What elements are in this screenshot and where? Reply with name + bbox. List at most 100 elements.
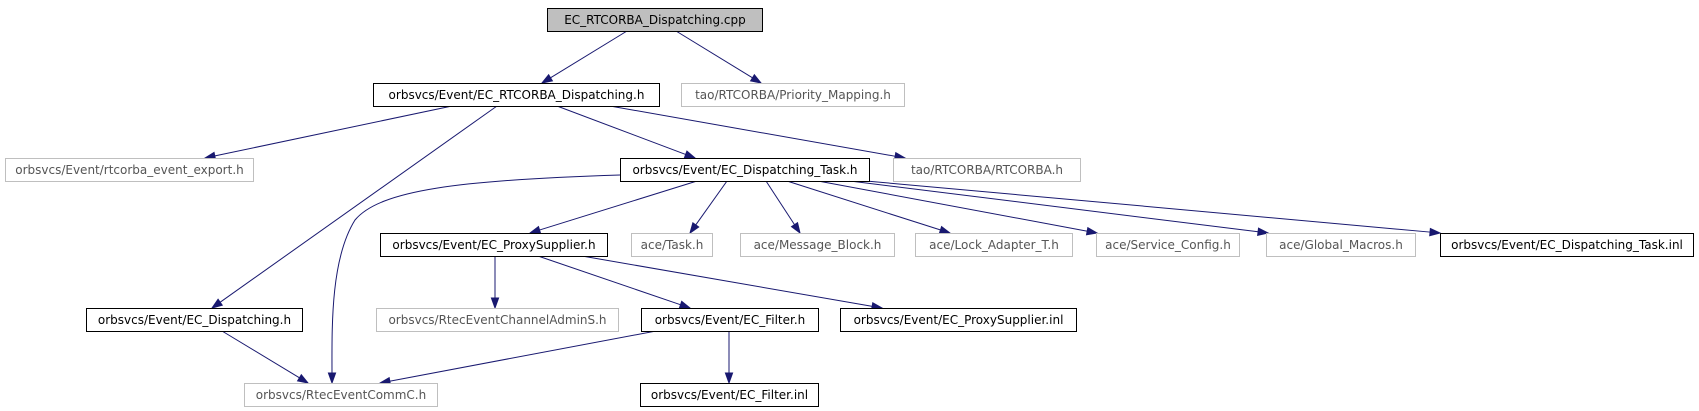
edge-ec-dispatching-h-to-rteceventcommc-h-line [221,330,301,379]
node-label: orbsvcs/Event/EC_Dispatching.h [98,313,291,327]
edge-root-to-priority-mapping-h-line [675,30,754,79]
node-label: ace/Lock_Adapter_T.h [929,238,1059,252]
edge-ec-dispatching-task-h-to-global-macros-h-arrowhead [1257,227,1270,236]
edge-ec-rtcorba-dispatching-h-to-rtcorba-event-export-h-line [213,105,453,157]
edge-ec-rtcorba-dispatching-h-to-ec-dispatching-h-arrowhead [210,298,224,309]
node-label: orbsvcs/Event/EC_Dispatching_Task.h [632,163,857,177]
node-ec-filter-inl[interactable]: orbsvcs/Event/EC_Filter.inl [640,383,819,407]
node-box [373,83,660,107]
edge-ec-rtcorba-dispatching-h-to-ec-dispatching-h [210,105,498,309]
node-ec-dispatching-task-h[interactable]: orbsvcs/Event/EC_Dispatching_Task.h [620,158,870,182]
node-box [620,158,870,182]
node-label: orbsvcs/Event/rtcorba_event_export.h [15,163,244,177]
node-box [380,233,608,257]
edge-ec-rtcorba-dispatching-h-to-rtcorba-h-line [609,105,897,157]
node-ec-dispatching-h[interactable]: orbsvcs/Event/EC_Dispatching.h [86,308,303,332]
node-label: orbsvcs/RtecEventChannelAdminS.h [388,313,606,327]
node-box [1266,233,1416,257]
edge-ec-dispatching-task-h-to-task-h-arrowhead [689,221,700,235]
edge-ec-filter-h-to-rteceventcommc-h-line [388,330,657,382]
node-rtcorba-event-export-h: orbsvcs/Event/rtcorba_event_export.h [5,158,254,182]
node-service-config-h: ace/Service_Config.h [1096,233,1240,257]
edge-ec-dispatching-h-to-rteceventcommc-h-arrowhead [296,373,310,384]
edge-ec-filter-h-to-ec-filter-inl-arrowhead [724,372,734,385]
node-box [631,233,713,257]
edge-ec-rtcorba-dispatching-h-to-ec-dispatching-task-h-line [556,105,687,156]
node-label: orbsvcs/Event/EC_Filter.inl [651,388,808,402]
edge-ec-dispatching-task-h-to-ec-proxysupplier-h-line [538,180,698,231]
node-label: EC_RTCORBA_Dispatching.cpp [564,13,746,27]
edge-ec-dispatching-task-h-to-lock-adapter-t-h-line [786,180,942,231]
node-label: tao/RTCORBA/Priority_Mapping.h [695,88,891,102]
node-label: orbsvcs/Event/EC_Dispatching_Task.inl [1451,238,1683,252]
edge-root-to-priority-mapping-h [675,30,763,84]
node-ec-proxysupplier-h[interactable]: orbsvcs/Event/EC_ProxySupplier.h [380,233,608,257]
edge-ec-dispatching-task-h-to-global-macros-h-line [849,180,1260,233]
edge-ec-dispatching-task-h-to-rteceventcommc-h [327,174,621,385]
edge-root-to-priority-mapping-h-arrowhead [749,73,763,84]
node-ec-rtcorba-dispatching-h[interactable]: orbsvcs/Event/EC_RTCORBA_Dispatching.h [373,83,660,107]
node-label: ace/Message_Block.h [754,238,882,252]
edge-ec-dispatching-task-h-to-task-h-line [694,180,728,226]
edge-root-to-ec-rtcorba-dispatching-h-line [549,30,628,79]
edge-ec-proxysupplier-h-to-rteceventchanneladmins-h [490,256,500,310]
edge-ec-dispatching-task-h-to-service-config-h [817,180,1099,236]
node-message-block-h: ace/Message_Block.h [740,233,895,257]
node-box [5,158,254,182]
node-box [1440,233,1694,257]
edge-ec-rtcorba-dispatching-h-to-ec-dispatching-h-line [219,105,498,304]
edges-layer [203,30,1442,386]
edge-ec-proxysupplier-h-to-ec-proxysupplier-inl-line [581,255,874,307]
node-label: orbsvcs/Event/EC_ProxySupplier.h [392,238,595,252]
edge-ec-dispatching-h-to-rteceventcommc-h [221,330,310,384]
edge-ec-dispatching-task-h-to-ec-dispatching-task-inl [865,180,1442,237]
node-label: ace/Service_Config.h [1105,238,1231,252]
node-box [893,158,1081,182]
edge-ec-dispatching-task-h-to-message-block-h [765,180,801,235]
edge-ec-dispatching-task-h-to-ec-dispatching-task-inl-line [865,180,1432,233]
node-box [915,233,1073,257]
edge-ec-proxysupplier-h-to-ec-filter-h [537,255,692,309]
node-ec-dispatching-task-inl[interactable]: orbsvcs/Event/EC_Dispatching_Task.inl [1440,233,1694,257]
edge-ec-dispatching-task-h-to-service-config-h-arrowhead [1085,226,1099,236]
edge-ec-dispatching-task-h-to-lock-adapter-t-h [786,180,952,234]
node-label: orbsvcs/Event/EC_ProxySupplier.inl [854,313,1064,327]
edge-ec-dispatching-task-h-to-rteceventcommc-h-line [331,174,621,378]
edge-ec-dispatching-task-h-to-ec-proxysupplier-h-arrowhead [528,225,542,234]
edge-ec-dispatching-task-h-to-global-macros-h [849,180,1270,236]
node-ec-proxysupplier-inl[interactable]: orbsvcs/Event/EC_ProxySupplier.inl [840,308,1077,332]
node-box [244,383,438,407]
node-box [641,308,819,332]
node-label: orbsvcs/Event/EC_Filter.h [655,313,806,327]
edge-ec-dispatching-task-h-to-rteceventcommc-h-arrowhead [327,372,337,385]
node-label: orbsvcs/Event/EC_RTCORBA_Dispatching.h [389,88,645,102]
node-box [376,308,619,332]
edge-ec-filter-h-to-rteceventcommc-h [378,330,657,386]
edge-ec-rtcorba-dispatching-h-to-ec-dispatching-task-h [556,105,697,159]
node-priority-mapping-h: tao/RTCORBA/Priority_Mapping.h [681,83,905,107]
node-box [547,8,763,32]
edge-ec-rtcorba-dispatching-h-to-rtcorba-event-export-h [203,105,453,161]
edge-ec-rtcorba-dispatching-h-to-ec-dispatching-task-h-arrowhead [683,150,697,159]
node-ec-filter-h[interactable]: orbsvcs/Event/EC_Filter.h [641,308,819,332]
nodes-layer: EC_RTCORBA_Dispatching.cpp orbsvcs/Event/… [5,8,1694,407]
edge-ec-dispatching-task-h-to-ec-proxysupplier-h [528,180,698,234]
node-box [840,308,1077,332]
edge-ec-dispatching-task-h-to-task-h [689,180,728,235]
edge-ec-proxysupplier-h-to-rteceventchanneladmins-h-arrowhead [490,297,500,310]
edge-ec-proxysupplier-h-to-ec-filter-h-line [537,255,682,306]
node-label: ace/Task.h [641,238,704,252]
edge-ec-rtcorba-dispatching-h-to-rtcorba-h [609,105,907,161]
edge-ec-filter-h-to-ec-filter-inl [724,331,734,385]
edge-root-to-ec-rtcorba-dispatching-h-arrowhead [540,73,554,84]
node-box [740,233,895,257]
node-lock-adapter-t-h: ace/Lock_Adapter_T.h [915,233,1073,257]
node-rteceventcommc-h: orbsvcs/RtecEventCommC.h [244,383,438,407]
edge-ec-dispatching-task-h-to-ec-dispatching-task-inl-arrowhead [1429,227,1442,237]
edge-root-to-ec-rtcorba-dispatching-h [540,30,628,84]
node-rteceventchanneladmins-h: orbsvcs/RtecEventChannelAdminS.h [376,308,619,332]
edge-ec-dispatching-task-h-to-service-config-h-line [817,180,1089,232]
node-box [681,83,905,107]
node-root: EC_RTCORBA_Dispatching.cpp [547,8,763,32]
